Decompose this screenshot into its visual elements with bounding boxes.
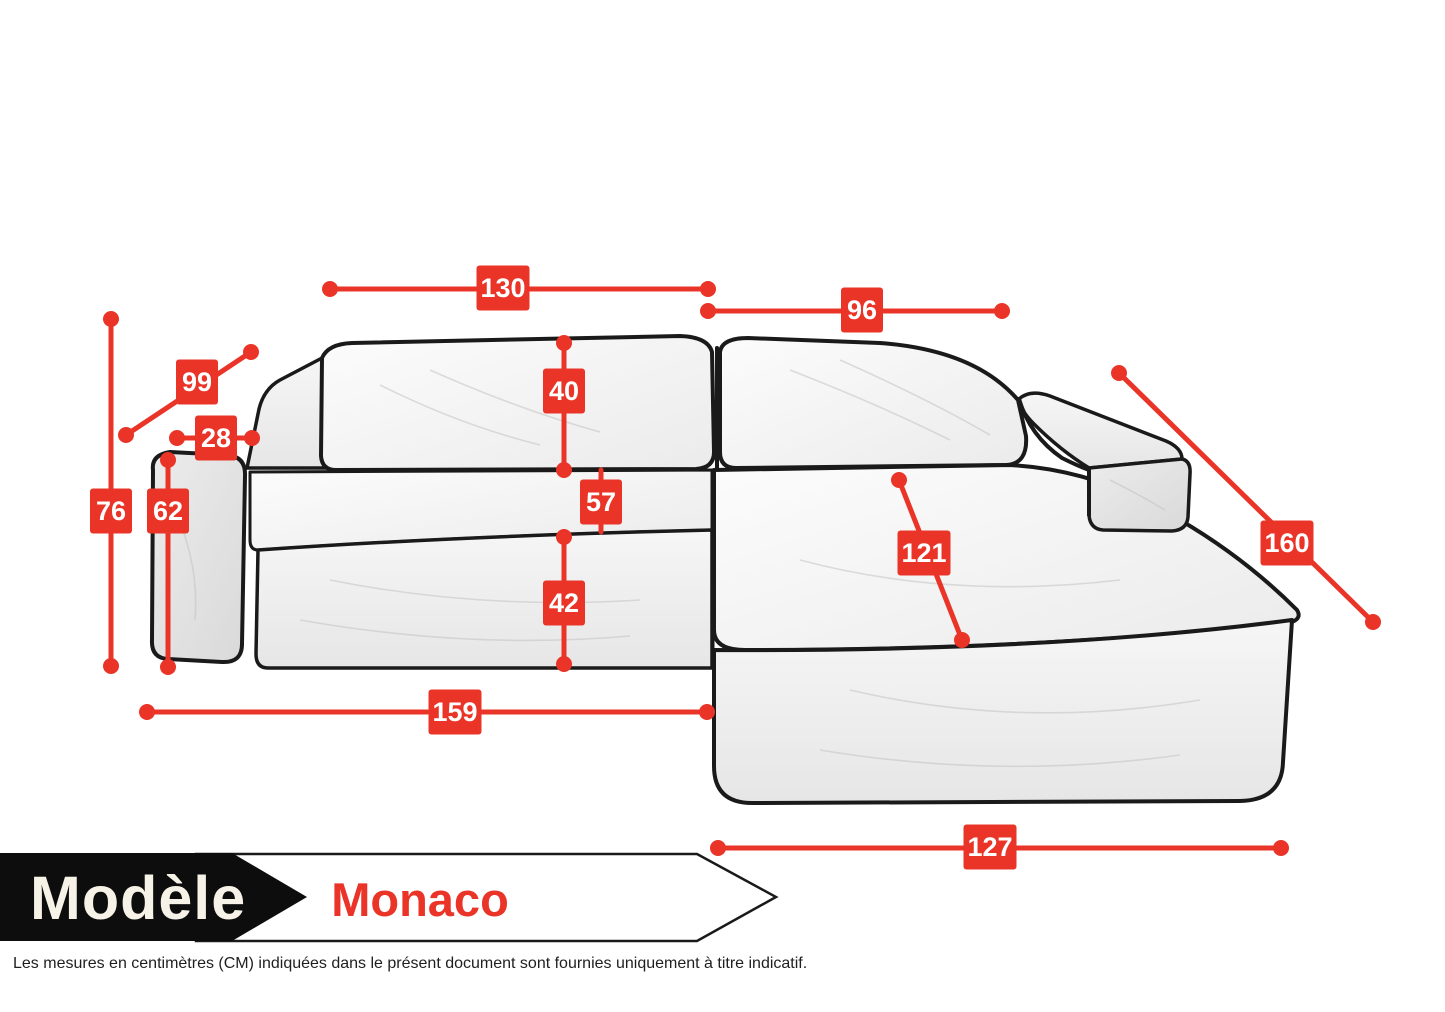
dimension-value-text: 121	[901, 538, 946, 568]
dimension-value-text: 99	[182, 367, 212, 397]
dimension-57: 57	[580, 467, 622, 535]
dimension-99: 99	[118, 344, 259, 443]
dimension-value-text: 160	[1264, 528, 1309, 558]
dimension-endpoint-dot	[994, 303, 1010, 319]
dimension-value-text: 28	[201, 423, 231, 453]
dimension-endpoint-dot	[710, 840, 726, 856]
banner-model-label: Modèle	[30, 864, 246, 932]
dimension-value-box	[963, 824, 1017, 870]
sofa-back-cushion-left	[319, 334, 716, 472]
dimension-127: 127	[710, 824, 1289, 870]
dimension-value-text: 127	[967, 832, 1012, 862]
dimension-96: 96	[700, 287, 1010, 333]
dimension-value-box	[543, 580, 585, 626]
dimension-value-text: 62	[153, 496, 183, 526]
dimension-endpoint-dot	[1111, 365, 1127, 381]
sofa-armrest-right-edge	[1017, 397, 1091, 517]
dimension-42: 42	[543, 529, 585, 672]
dimension-value-box	[897, 530, 951, 576]
dimension-endpoint-dot	[160, 659, 176, 675]
dimension-endpoint-dot	[556, 335, 572, 351]
dimension-endpoint-dot	[243, 344, 259, 360]
dimension-value-box	[580, 479, 622, 525]
model-banner: Modèle Monaco	[0, 852, 779, 943]
banner-black-arrow	[0, 853, 307, 941]
dimension-28: 28	[169, 415, 260, 461]
sofa-sketch	[149, 334, 1301, 805]
dimension-endpoint-dot	[556, 656, 572, 672]
dimension-endpoint-dot	[700, 281, 716, 297]
sketch-texture	[169, 359, 1201, 768]
dimension-value-box	[476, 265, 530, 311]
banner-model-name: Monaco	[331, 873, 509, 926]
dimension-endpoint-dot	[700, 303, 716, 319]
dimension-value-box	[176, 359, 218, 405]
dimension-endpoint-dot	[160, 452, 176, 468]
dimension-value-text: 96	[847, 295, 877, 325]
dimension-value-box	[1260, 520, 1314, 566]
dimension-value-box	[147, 488, 189, 534]
dimension-value-text: 159	[432, 697, 477, 727]
dimension-value-text: 57	[586, 487, 616, 517]
sofa-armrest-right-top	[1017, 391, 1184, 470]
dimension-121: 121	[891, 472, 970, 648]
dimension-line	[1116, 370, 1376, 625]
dimension-endpoint-dot	[556, 462, 572, 478]
dimension-endpoint-dot	[556, 529, 572, 545]
dimension-endpoint-dot	[103, 658, 119, 674]
dimension-62: 62	[147, 452, 189, 675]
dimension-endpoint-dot	[699, 704, 715, 720]
sofa-back-cushion-right	[718, 336, 1029, 470]
dimension-endpoint-dot	[244, 430, 260, 446]
dimension-endpoint-dot	[1273, 840, 1289, 856]
dimension-value-box	[841, 287, 883, 333]
dimension-40: 40	[543, 335, 585, 478]
dimension-value-text: 130	[480, 273, 525, 303]
dimension-value-box	[543, 368, 585, 414]
dimension-value-box	[195, 415, 237, 461]
dimension-endpoint-dot	[118, 427, 134, 443]
dimension-value-box	[428, 689, 482, 735]
dimension-endpoint-dot	[139, 704, 155, 720]
dimension-130: 130	[322, 265, 716, 311]
sofa-chaise-seat	[712, 463, 1301, 652]
dimension-endpoint-dot	[103, 311, 119, 327]
sofa-seat-left-front	[254, 528, 714, 670]
dimension-value-text: 40	[549, 376, 579, 406]
disclaimer-text: Les mesures en centimètres (CM) indiquée…	[13, 955, 807, 972]
dimension-endpoint-dot	[322, 281, 338, 297]
dimension-159: 159	[139, 689, 715, 735]
dimension-endpoint-dot	[891, 472, 907, 488]
dimension-160: 160	[1111, 365, 1381, 630]
dimension-value-text: 76	[96, 496, 126, 526]
dimension-76: 76	[90, 311, 132, 674]
dimension-value-text: 42	[549, 588, 579, 618]
dimension-annotations: 130 96 40 57 42 76 99 28 62 121 160 159 127	[90, 265, 1381, 870]
dimension-endpoint-dot	[169, 430, 185, 446]
dimension-endpoint-dot	[1365, 614, 1381, 630]
dimension-endpoint-dot	[954, 632, 970, 648]
dimension-value-box	[90, 488, 132, 534]
